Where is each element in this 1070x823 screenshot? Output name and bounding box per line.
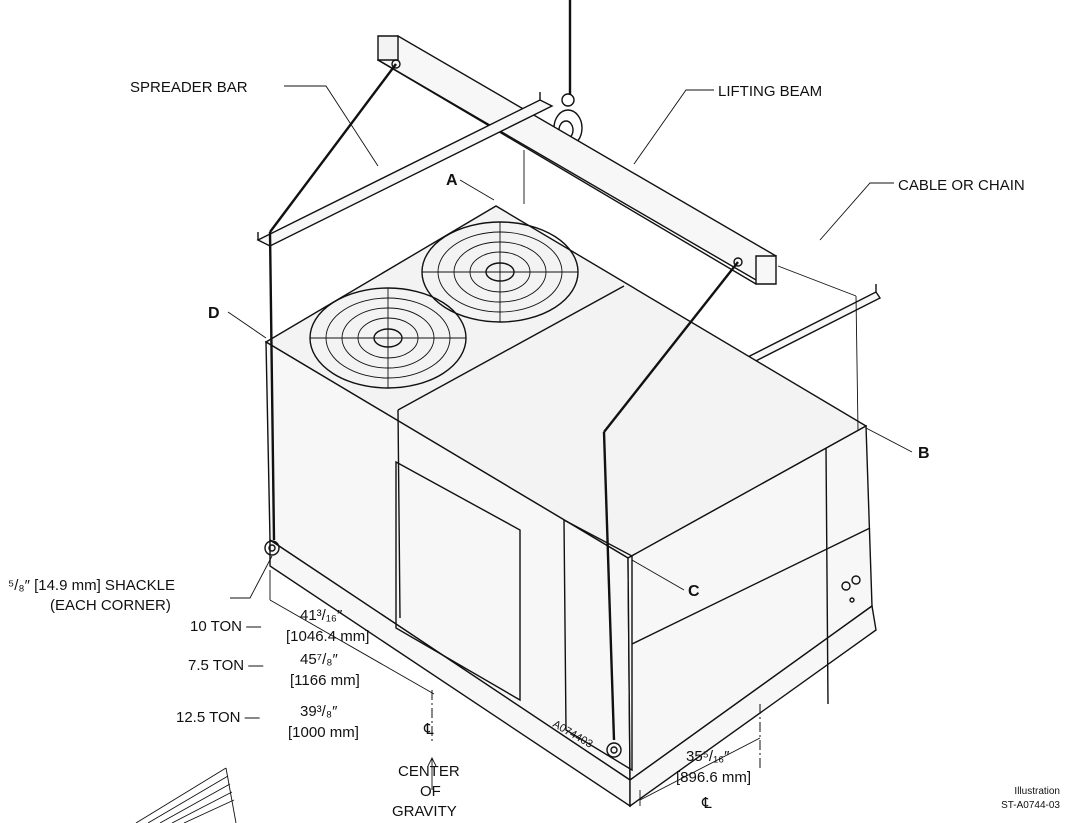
dim-10-ton-in: 41³/₁₆″ (300, 607, 343, 624)
centerline-symbol: ℄ (423, 721, 434, 738)
dimension-line-10-ton (269, 599, 435, 695)
label-gravity: GRAVITY (392, 803, 457, 820)
hatched-fragment (135, 767, 237, 823)
dimension-line-depth (639, 737, 761, 801)
label-shackle: ⁵/₈″ [14.9 mm] SHACKLE (8, 577, 175, 594)
lifting-beam (376, 35, 778, 285)
label-7-5-ton: 7.5 TON — (188, 657, 263, 674)
label-cable-or-chain: CABLE OR CHAIN (898, 177, 1025, 194)
label-center: CENTER (398, 763, 460, 780)
cable-b (777, 265, 857, 297)
label-corner-b: B (918, 445, 930, 462)
label-10-ton: 10 TON — (190, 618, 261, 635)
condenser-fan-2 (421, 221, 579, 323)
label-12-5-ton: 12.5 TON — (176, 709, 260, 726)
label-corner-a: A (446, 172, 458, 189)
dim-depth-in: 35⁵/₁₆″ (686, 748, 730, 765)
centerline-symbol-depth: ℄ (701, 795, 712, 812)
condenser-fan-1 (309, 287, 467, 389)
cable-d (269, 63, 397, 233)
access-panel (395, 460, 521, 702)
label-lifting-beam: LIFTING BEAM (718, 83, 822, 100)
shackle-corner-c (606, 742, 622, 758)
access-door (563, 518, 633, 772)
shackle-corner-d (264, 540, 280, 556)
label-corner-c: C (688, 583, 700, 600)
dim-10-ton-mm: [1046.4 mm] (286, 628, 369, 645)
label-each-corner: (EACH CORNER) (50, 597, 171, 614)
illustration-label: Illustration (1014, 786, 1060, 797)
illustration-number: ST-A0744-03 (1001, 800, 1060, 811)
dim-7-5-ton-in: 45⁷/₈″ (300, 651, 338, 668)
label-corner-d: D (208, 305, 220, 322)
label-of: OF (420, 783, 441, 800)
dim-12-5-ton-in: 39³/₈″ (300, 703, 338, 720)
dim-7-5-ton-mm: [1166 mm] (290, 672, 360, 689)
unit-base-rail-end (629, 604, 877, 808)
dim-depth-mm: [896.6 mm] (676, 769, 751, 786)
label-spreader-bar: SPREADER BAR (130, 79, 248, 96)
dim-12-5-ton-mm: [1000 mm] (288, 724, 359, 741)
cable-c (603, 261, 739, 433)
service-port (841, 581, 851, 591)
spreader-bar-left (256, 92, 554, 247)
